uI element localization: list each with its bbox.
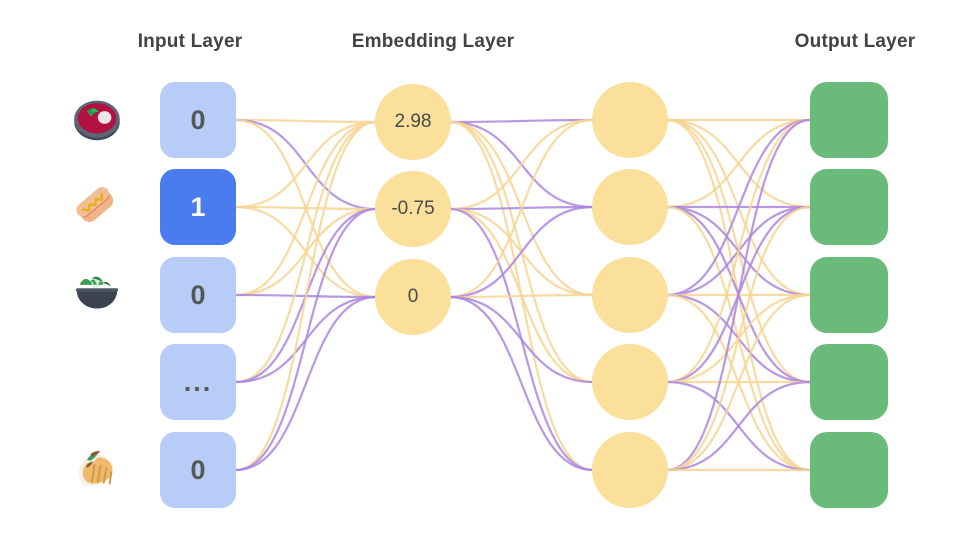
connection-edge — [666, 380, 811, 472]
connection-edge — [235, 295, 377, 472]
connection-edge — [666, 293, 811, 472]
embedding-layer-title: Embedding Layer — [351, 31, 515, 52]
connection-edge — [235, 207, 377, 472]
connection-edge — [449, 207, 594, 472]
connection-edge — [449, 120, 594, 297]
connection-edge — [235, 293, 377, 299]
hot-dog-icon — [66, 176, 128, 238]
connection-edge — [449, 207, 594, 297]
connection-edge — [666, 118, 811, 384]
embedding-node-0[interactable]: 2.98 — [375, 84, 451, 160]
connection-edge — [449, 293, 594, 299]
input-row-0: 0 — [66, 82, 241, 158]
connection-edge — [235, 207, 377, 297]
connection-edge — [666, 118, 811, 209]
input-value-box-4[interactable]: 0 — [160, 432, 236, 508]
connection-edge — [666, 293, 811, 384]
hidden-node-3[interactable] — [592, 344, 668, 420]
connection-edge — [666, 205, 811, 297]
output-node-0[interactable] — [810, 82, 888, 158]
output-node-3[interactable] — [810, 344, 888, 420]
connection-edge — [449, 295, 594, 384]
cut-of-meat-icon — [66, 89, 128, 151]
connection-edge — [666, 205, 811, 472]
connection-edge — [449, 118, 594, 299]
connection-edge — [235, 120, 377, 297]
ellipsis-placeholder-icon — [66, 351, 128, 413]
connection-edge — [666, 380, 811, 472]
connection-edge — [235, 295, 377, 384]
connection-edge — [235, 120, 377, 384]
connection-edge — [449, 120, 594, 472]
connection-edge — [666, 205, 811, 472]
connection-edge — [666, 205, 811, 384]
hidden-node-1[interactable] — [592, 169, 668, 245]
connection-edge — [235, 118, 377, 124]
input-value-box-2[interactable]: 0 — [160, 257, 236, 333]
connection-edge — [666, 293, 811, 472]
input-row-1: 1 — [66, 169, 241, 245]
input-value-box-0[interactable]: 0 — [160, 82, 236, 158]
connection-edge — [235, 118, 377, 299]
connection-edge — [449, 205, 594, 211]
connection-edge — [666, 118, 811, 297]
connection-edge — [449, 207, 594, 384]
connection-edge — [449, 205, 594, 299]
connection-edge — [449, 120, 594, 384]
connection-edge — [235, 120, 377, 472]
output-layer-title: Output Layer — [794, 31, 916, 52]
hidden-node-0[interactable] — [592, 82, 668, 158]
burrito-icon — [66, 439, 128, 501]
connection-edge — [449, 118, 594, 124]
connection-edge — [666, 205, 811, 297]
connection-edge — [449, 118, 594, 211]
connection-edge — [235, 120, 377, 209]
connection-edge — [666, 118, 811, 209]
connection-edge — [235, 207, 377, 384]
input-layer-title: Input Layer — [137, 31, 243, 52]
edges-embedding-to-hidden — [449, 118, 594, 472]
output-node-2[interactable] — [810, 257, 888, 333]
output-node-1[interactable] — [810, 169, 888, 245]
connection-edge — [235, 205, 377, 211]
connection-edge — [449, 120, 594, 209]
connection-edge — [666, 118, 811, 472]
green-salad-icon — [66, 264, 128, 326]
embedding-node-1[interactable]: -0.75 — [375, 171, 451, 247]
input-row-4: 0 — [66, 432, 241, 508]
connection-edge — [449, 295, 594, 472]
input-row-2: 0 — [66, 257, 241, 333]
connection-edge — [666, 118, 811, 384]
input-row-3: ... — [66, 344, 241, 420]
hidden-node-4[interactable] — [592, 432, 668, 508]
connection-edge — [235, 205, 377, 299]
edges-hidden-to-output — [666, 118, 811, 472]
connection-edge — [666, 118, 811, 472]
connection-edge — [235, 118, 377, 211]
output-node-4[interactable] — [810, 432, 888, 508]
hidden-node-2[interactable] — [592, 257, 668, 333]
connection-edge — [666, 293, 811, 384]
connection-edge — [666, 118, 811, 297]
embedding-node-2[interactable]: 0 — [375, 259, 451, 335]
connection-edge — [666, 205, 811, 384]
input-value-box-1[interactable]: 1 — [160, 169, 236, 245]
edges-input-to-embedding — [235, 118, 377, 472]
input-value-box-3[interactable]: ... — [160, 344, 236, 420]
